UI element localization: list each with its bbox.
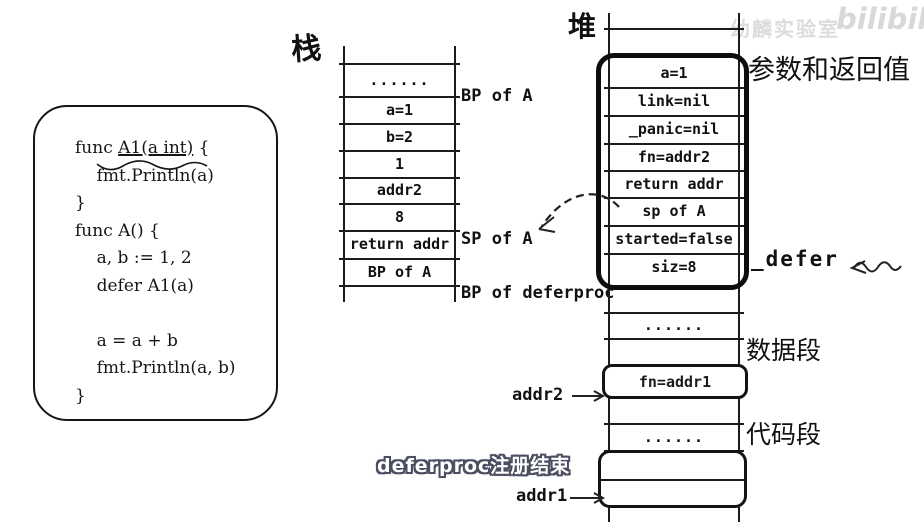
heap-line <box>604 197 744 199</box>
stack-column: ...... a=1 b=2 1 addr2 8 return addr BP … <box>339 46 460 302</box>
stack-line <box>339 258 460 260</box>
stack-line <box>339 63 460 65</box>
stack-cell-dots: ...... <box>369 70 430 89</box>
label-bp-of-a: BP of A <box>461 86 533 106</box>
code-line: } <box>75 193 86 213</box>
addr2-arrow <box>572 390 606 402</box>
stack-line <box>339 177 460 179</box>
defer-cell-a: a=1 <box>660 64 688 82</box>
defer-cell-link: link=nil <box>637 92 711 110</box>
heap-title: 堆 <box>568 10 597 43</box>
label-sp-of-a: SP of A <box>461 229 533 249</box>
label-bp-of-deferproc: BP of deferproc <box>461 283 615 303</box>
defer-wavy-line <box>853 261 902 273</box>
label-addr1: addr1 <box>516 486 568 506</box>
defer-cell-sp: sp of A <box>642 202 706 220</box>
sp-of-a-arrowhead <box>538 216 556 233</box>
heap-line <box>604 143 744 145</box>
heap-line <box>604 87 744 89</box>
stack-cell-siz: 8 <box>394 207 405 226</box>
stack-cell-arg1: 1 <box>394 154 405 173</box>
stack-cell-addr2: addr2 <box>376 181 423 199</box>
code-segment-box-divider <box>601 479 744 481</box>
heap-line <box>604 115 744 117</box>
stack-line <box>339 150 460 152</box>
heap-cell-dots-code: ...... <box>643 427 705 446</box>
defer-cell-siz: siz=8 <box>651 258 697 276</box>
stack-cell-return-addr: return addr <box>349 235 450 253</box>
code-line: fmt.Println(a) <box>75 165 214 186</box>
defer-cell-panic: _panic=nil <box>628 120 720 138</box>
stack-line <box>339 230 460 232</box>
heap-line <box>604 253 744 255</box>
code-segment-box <box>598 450 747 508</box>
heap-line <box>604 170 744 172</box>
code-line-func-a1: func A1(a int) { <box>75 138 210 158</box>
bilibili-logo: bilibili <box>836 2 924 36</box>
code-line: a, b := 1, 2 <box>75 248 192 268</box>
code-line: fmt.Println(a, b) <box>75 358 236 378</box>
code-line: a = a + b <box>75 330 178 351</box>
stack-line <box>339 96 460 98</box>
heap-line <box>604 28 744 30</box>
heap-line <box>604 225 744 227</box>
defer-wavy-arrowhead <box>849 260 867 274</box>
label-code-segment: 代码段 <box>746 420 822 449</box>
subtitle-deferproc-done: deferproc注册结束 <box>377 455 571 477</box>
code-line-blank <box>75 300 266 328</box>
label-defer-struct: _defer <box>751 247 839 271</box>
defer-cell-return: return addr <box>624 174 724 193</box>
code-line: func A() { <box>75 220 160 241</box>
label-data-segment: 数据段 <box>746 336 822 365</box>
stack-line <box>339 285 460 287</box>
heap-cell-dots-data: ...... <box>643 316 705 334</box>
heap-line <box>604 312 744 314</box>
code-line: defer A1(a) <box>75 275 194 296</box>
heap-line <box>604 338 744 340</box>
code-line: } <box>75 385 86 406</box>
defer-cell-started: started=false <box>615 230 733 248</box>
stack-cell-a: a=1 <box>385 100 414 119</box>
stack-title: 栈 <box>290 30 323 68</box>
label-params-and-return: 参数和返回值 <box>748 55 910 86</box>
defer-cell-fn: fn=addr2 <box>637 147 711 166</box>
stack-cell-b: b=2 <box>385 127 414 146</box>
underlined-signature: A1(a int) <box>118 138 194 158</box>
stack-line <box>339 203 460 205</box>
stack-cell-bp-of-a: BP of A <box>367 262 432 281</box>
watermark-brand: 幼麟实验室 <box>730 17 840 41</box>
go-code-block: func A1(a int) { fmt.Println(a) } func A… <box>33 105 278 421</box>
stack-line <box>339 123 460 125</box>
heap-line <box>604 423 744 425</box>
label-addr2: addr2 <box>512 385 564 405</box>
heap-column: a=1 link=nil _panic=nil fn=addr2 return … <box>604 13 744 522</box>
fn-addr1-box: fn=addr1 <box>602 364 748 399</box>
